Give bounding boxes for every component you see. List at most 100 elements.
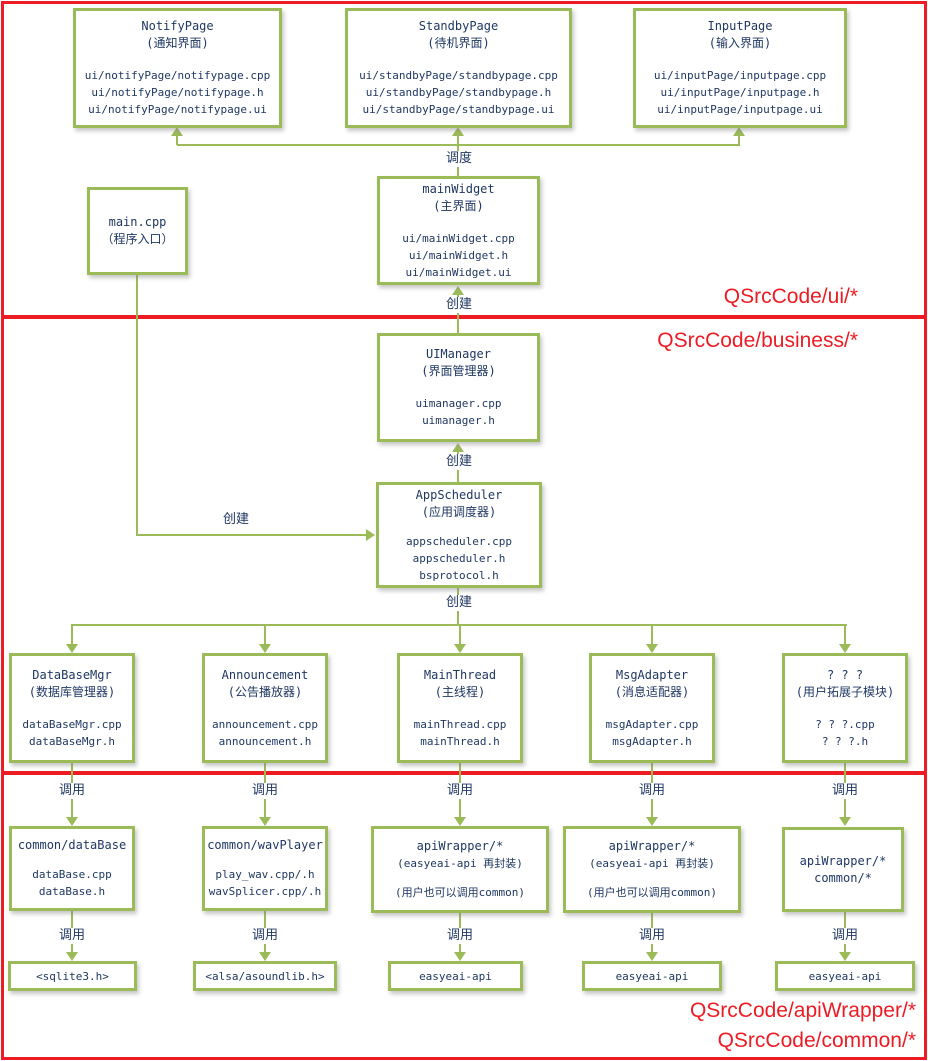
node-subtitle: (公告播放器): [227, 684, 303, 699]
node-file: mainThread.h: [420, 734, 500, 748]
edge-label-dispatch: 调度: [436, 151, 482, 167]
edge-drop-databasemgr: [71, 624, 73, 645]
node-file: uimanager.cpp: [415, 397, 502, 410]
node-file: appscheduler.h: [412, 551, 506, 565]
edge-label-call-10: 调用: [822, 928, 868, 944]
node-file: ui/standbyPage/standbypage.h: [365, 86, 552, 99]
node-subtitle: (待机界面): [427, 36, 490, 50]
node-sqlite: <sqlite3.h>: [8, 961, 137, 991]
node-subtitle: (主界面): [433, 198, 484, 213]
node-title: apiWrapper/*: [608, 839, 696, 853]
node-title: easyeai-api: [615, 969, 689, 983]
arrowhead-down-commonwavplayer: [259, 817, 271, 826]
node-title: MsgAdapter: [615, 667, 689, 682]
edge-dispatch-stub-input: [738, 136, 740, 145]
arrowhead-down-apiwrappermsg: [646, 817, 658, 826]
node-title: common/wavPlayer: [207, 838, 323, 852]
edge-label-call-7: 调用: [242, 928, 288, 944]
edge-uimanager-to-mainwidget: [457, 295, 459, 334]
node-app-scheduler: AppScheduler (应用调度器) appscheduler.cpp ap…: [376, 482, 542, 588]
node-title: UIManager: [425, 347, 492, 361]
arrowhead-down-easyeai-2: [646, 952, 658, 961]
node-common-database: common/dataBase dataBase.cpp dataBase.h: [9, 826, 135, 911]
node-title: DataBaseMgr: [32, 667, 112, 682]
node-file: ui/standbyPage/standbypage.cpp: [359, 69, 558, 82]
edge-maincpp-hline: [136, 534, 366, 536]
edge-label-create-branch: 创建: [436, 595, 482, 611]
node-file: msgAdapter.h: [612, 734, 692, 748]
arrowhead-up-notify: [171, 127, 183, 136]
node-main-thread: MainThread (主线程) mainThread.cpp mainThre…: [397, 653, 523, 763]
edge-label-call-3: 调用: [437, 783, 483, 799]
edge-label-call-5: 调用: [822, 783, 868, 799]
section-divider-business-api: [1, 771, 927, 775]
node-file: uimanager.h: [422, 414, 495, 427]
node-subtitle: (用户拓展子模块): [795, 684, 895, 699]
node-standby-page: StandbyPage (待机界面) ui/standbyPage/standb…: [345, 8, 572, 128]
node-title: MainThread: [423, 667, 497, 682]
arrowhead-down-commondatabase: [66, 817, 78, 826]
node-title: easyeai-api: [419, 969, 492, 983]
edge-drop-announcement: [264, 624, 266, 645]
section-label-common: QSrcCode/common/*: [717, 1029, 916, 1052]
arrowhead-down-announcement: [259, 644, 271, 653]
edge-dispatch-stub-notify: [176, 136, 178, 145]
edge-label-call-4: 调用: [629, 783, 675, 799]
node-file: ui/mainWidget.h: [408, 248, 509, 262]
edge-label-create-uimanager: 创建: [436, 454, 482, 470]
node-alsa: <alsa/asoundlib.h>: [193, 961, 337, 991]
edge-label-call-6: 调用: [49, 928, 95, 944]
node-title: mainWidget: [422, 181, 495, 196]
node-subtitle: (easyeai-api 再封装): [397, 857, 523, 870]
node-subtitle: common/*: [814, 870, 872, 885]
node-file: ui/mainWidget.cpp: [402, 231, 515, 245]
arrowhead-up-input: [733, 127, 745, 136]
node-title: common/dataBase: [17, 838, 127, 852]
arrowhead-down-easyeai-3: [839, 952, 851, 961]
node-title: AppScheduler: [415, 487, 503, 502]
node-title: StandbyPage: [418, 19, 499, 33]
edge-label-call-9: 调用: [629, 928, 675, 944]
node-file: ? ? ?.cpp: [815, 717, 875, 731]
node-file: ui/notifyPage/notifypage.ui: [88, 103, 267, 116]
node-announcement: Announcement (公告播放器) announcement.cpp an…: [202, 653, 328, 763]
node-file: announcement.h: [218, 734, 312, 748]
node-title: <alsa/asoundlib.h>: [205, 969, 325, 983]
node-api-wrapper-msg: apiWrapper/* (easyeai-api 再封装) (用户也可以调用c…: [563, 826, 741, 913]
node-msg-adapter: MsgAdapter (消息适配器) msgAdapter.cpp msgAda…: [589, 653, 715, 763]
edge-maincpp-vline: [136, 275, 138, 535]
node-api-wrapper-main: apiWrapper/* (easyeai-api 再封装) (用户也可以调用c…: [371, 826, 549, 913]
arrowhead-down-databasemgr: [66, 644, 78, 653]
node-file: wavSplicer.cpp/.h: [208, 885, 322, 898]
node-file: ui/inputPage/inputpage.ui: [657, 103, 823, 116]
node-file: ui/standbyPage/standbypage.ui: [362, 103, 555, 116]
node-file: play_wav.cpp/.h: [215, 868, 315, 881]
node-file: bsprotocol.h: [419, 568, 499, 582]
node-subtitle: (easyeai-api 再封装): [589, 857, 715, 870]
node-user-module: ? ? ? (用户拓展子模块) ? ? ?.cpp ? ? ?.h: [782, 653, 908, 763]
node-database-mgr: DataBaseMgr (数据库管理器) dataBaseMgr.cpp dat…: [9, 653, 135, 763]
node-api-wrapper-user: apiWrapper/* common/*: [782, 827, 904, 912]
node-subtitle: (主线程): [434, 684, 486, 699]
edge-drop-mainthread: [459, 624, 461, 645]
node-title: NotifyPage: [141, 19, 214, 33]
node-title: InputPage: [707, 19, 773, 33]
arrowhead-up-standby: [452, 127, 464, 136]
node-subtitle: (应用调度器): [421, 504, 497, 519]
node-file: dataBaseMgr.cpp: [22, 717, 122, 731]
node-subtitle: (消息适配器): [614, 684, 690, 699]
node-subtitle: (界面管理器): [421, 364, 496, 378]
edge-label-create-mainwidget: 创建: [436, 297, 482, 313]
section-divider-ui-business: [1, 315, 927, 319]
node-file: announcement.cpp: [212, 717, 318, 731]
node-easyeai-api-3: easyeai-api: [775, 961, 915, 991]
node-file: ui/notifyPage/notifypage.h: [91, 86, 264, 99]
arrowhead-right-appscheduler: [366, 529, 375, 541]
edge-label-call-8: 调用: [437, 928, 483, 944]
node-file: appscheduler.cpp: [406, 534, 512, 548]
arrowhead-down-sqlite: [66, 952, 78, 961]
node-input-page: InputPage (输入界面) ui/inputPage/inputpage.…: [633, 8, 847, 128]
arrowhead-down-apiwrapperuser: [839, 817, 851, 826]
